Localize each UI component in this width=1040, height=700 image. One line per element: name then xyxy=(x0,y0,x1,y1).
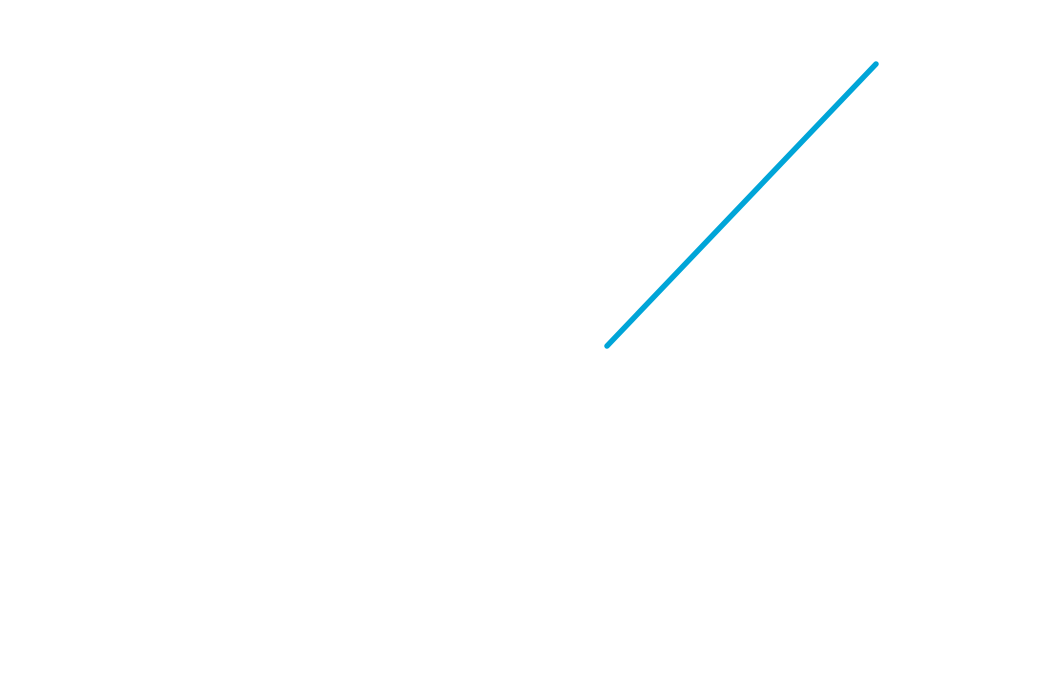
diagonal-line xyxy=(604,61,879,349)
